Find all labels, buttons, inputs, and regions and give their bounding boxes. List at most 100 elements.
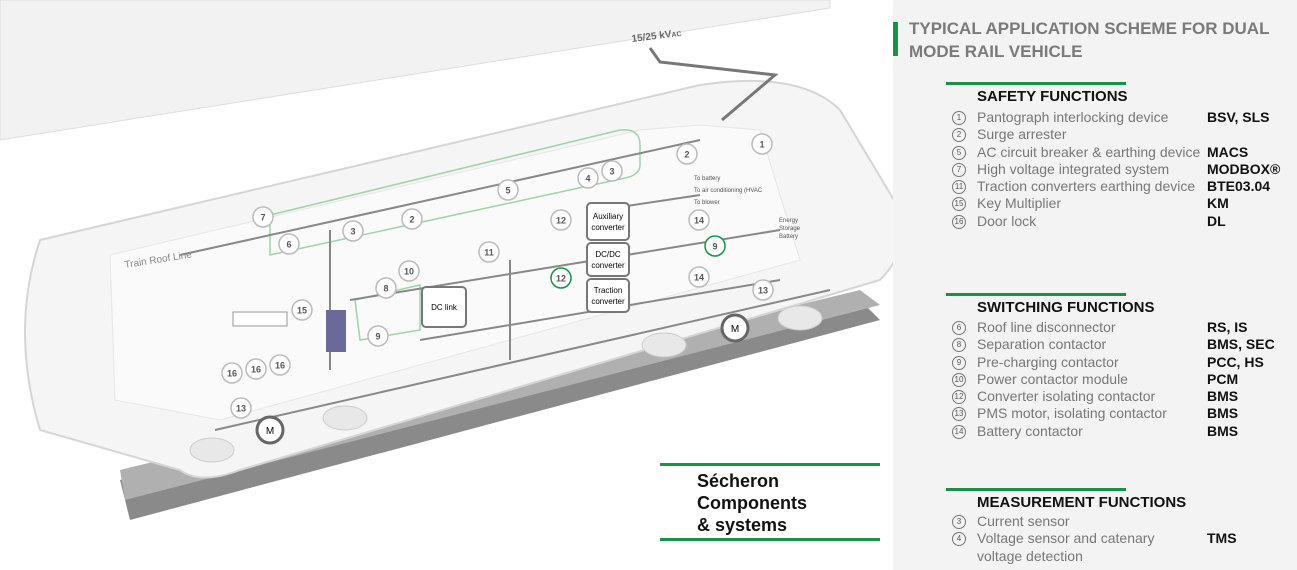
callout-number: 13 — [236, 404, 246, 414]
callout-10: 10 — [398, 260, 420, 282]
callout-circle — [497, 179, 519, 201]
function-item: 11 Traction converters earthing device B… — [952, 178, 1292, 195]
callout-3: 3 — [601, 160, 623, 182]
voltage-value: 15/25 kV — [631, 29, 672, 45]
item-description: Separation contactor — [977, 336, 1107, 353]
callout-circle — [577, 167, 599, 189]
item-description: Voltage sensor and catenary voltage dete… — [977, 530, 1155, 564]
item-number-badge: 9 — [952, 355, 966, 370]
item-description: Roof line disconnector — [977, 319, 1116, 335]
function-item: 10 Power contactor module PCM — [952, 371, 1292, 388]
key-multiplier — [232, 311, 288, 327]
callout-number: 7 — [260, 213, 265, 223]
callout-2: 2 — [401, 208, 423, 230]
callout-16: 16 — [269, 354, 291, 376]
function-item: 12 Converter isolating contactor BMS — [952, 388, 1292, 405]
wheel — [641, 332, 687, 358]
callout-6: 6 — [278, 233, 300, 255]
voltage-subscript: AC — [671, 31, 682, 39]
callout-circle — [245, 358, 267, 380]
section-heading: MEASUREMENT FUNCTIONS — [977, 494, 1187, 511]
callout-number: 9 — [375, 332, 380, 342]
item-description: High voltage integrated system — [977, 160, 1170, 177]
brand-line1: Sécheron — [697, 471, 780, 491]
aux-converter-label: converter — [591, 223, 625, 232]
pantograph — [648, 47, 779, 122]
callout-number: 6 — [286, 240, 291, 250]
motor-label: M — [731, 324, 739, 335]
train-window-band — [109, 124, 801, 421]
brand-divider-bottom — [660, 538, 880, 541]
to-blower-label: To blower — [694, 200, 720, 206]
item-number-badge: 8 — [952, 338, 966, 353]
item-product-code: MODBOX® — [1207, 160, 1281, 177]
aux-converter-box: Auxiliary converter — [586, 202, 630, 241]
wheel — [322, 405, 368, 431]
callout-number: 10 — [404, 267, 414, 277]
section-heading: SAFETY FUNCTIONS — [977, 88, 1128, 105]
function-item: 4 Voltage sensor and catenary voltage de… — [952, 530, 1292, 565]
callout-circle — [291, 299, 313, 321]
motor-left: M — [255, 415, 285, 445]
callout-circle — [401, 208, 423, 230]
callout-9: 9 — [704, 235, 726, 257]
item-number-badge: 15 — [952, 197, 966, 212]
to-battery-label: To battery — [694, 176, 720, 182]
function-item: 8 Separation contactor BMS, SEC — [952, 336, 1292, 353]
function-item: 16 Door lock DL — [952, 213, 1292, 230]
item-number-badge: 13 — [952, 407, 966, 422]
item-description: Pantograph interlocking device — [977, 109, 1169, 125]
callout-number: 2 — [684, 150, 689, 160]
item-number-badge: 2 — [952, 128, 966, 143]
item-number-badge: 16 — [952, 214, 966, 229]
aux-converter-label: Auxiliary — [593, 212, 623, 221]
item-product-code: BMS — [1207, 388, 1239, 405]
energy-storage-label: Storage — [779, 226, 801, 232]
item-number-badge: 7 — [952, 162, 966, 177]
callout-2: 2 — [676, 143, 698, 165]
item-description: Converter isolating contactor — [977, 388, 1156, 405]
item-product-code: BMS, SEC — [1207, 336, 1275, 353]
item-product-code: PCM — [1207, 370, 1239, 387]
item-number-badge: 1 — [952, 111, 966, 125]
item-product-code: DL — [1207, 212, 1226, 229]
callout-13: 13 — [230, 397, 252, 419]
callout-circle — [230, 397, 252, 419]
item-description: Surge arrester — [977, 126, 1067, 143]
callout-circle — [278, 233, 300, 255]
callout-number: 14 — [694, 273, 704, 283]
item-product-code: BSV, SLS — [1207, 109, 1270, 125]
item-description: Power contactor module — [977, 370, 1128, 387]
callout-number: 13 — [758, 286, 768, 296]
dc-link-box: DC link — [421, 286, 467, 328]
train-body — [0, 0, 831, 141]
function-item: 1 Pantograph interlocking device BSV, SL… — [952, 109, 1292, 126]
function-item: 6 Roof line disconnector RS, IS — [952, 319, 1292, 336]
callout-number: 16 — [227, 369, 237, 379]
to-hvac-label: To air conditioning (HVAC — [694, 188, 763, 194]
callout-number: 11 — [484, 248, 494, 258]
function-item: 2 Surge arrester — [952, 126, 1292, 143]
callout-circle — [688, 266, 710, 288]
callout-number: 12 — [556, 274, 566, 284]
item-number-badge: 4 — [952, 532, 966, 547]
item-number-badge: 6 — [952, 321, 966, 335]
callout-circle — [221, 362, 243, 384]
function-item: 13 PMS motor, isolating contactor BMS — [952, 405, 1292, 422]
callout-15: 15 — [291, 299, 313, 321]
item-number-badge: 5 — [952, 145, 966, 160]
hv-zone — [354, 284, 421, 341]
callout-number: 9 — [712, 242, 717, 252]
callout-number: 3 — [609, 167, 614, 177]
callout-number: 15 — [297, 306, 307, 316]
title-accent-bar — [893, 22, 898, 56]
wheel — [777, 305, 823, 331]
callout-circle — [601, 160, 623, 182]
callout-circle — [342, 220, 364, 242]
function-item: 5 AC circuit breaker & earthing device M… — [952, 144, 1292, 161]
energy-storage-label: Battery — [779, 234, 798, 240]
callout-number: 12 — [556, 216, 566, 226]
brand-line2: Components — [697, 493, 807, 513]
item-description: Key Multiplier — [977, 195, 1062, 212]
callout-12: 12 — [550, 267, 572, 289]
